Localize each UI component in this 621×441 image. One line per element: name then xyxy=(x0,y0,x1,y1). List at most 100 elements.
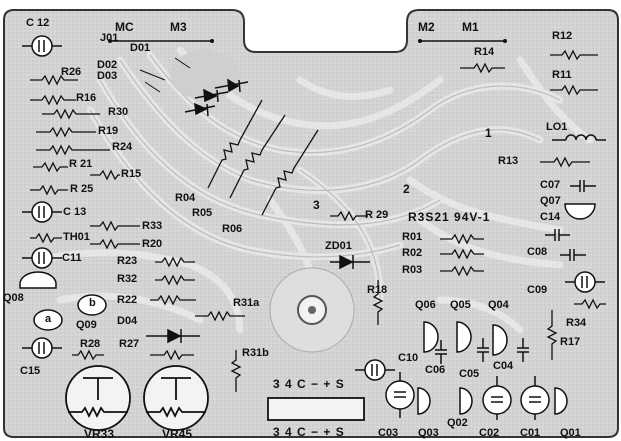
label-q02: Q02 xyxy=(447,417,468,429)
resistor-r26 xyxy=(30,74,78,86)
label-q07: Q07 xyxy=(540,195,561,207)
resistor-r31b xyxy=(230,350,242,392)
label-j01: J01 xyxy=(100,32,119,44)
label-n3: 3 xyxy=(313,198,320,212)
resistor-r03 xyxy=(440,265,484,277)
label-r29: R 29 xyxy=(365,209,389,221)
label-d01: D01 xyxy=(130,42,151,54)
label-th01: TH01 xyxy=(63,231,90,243)
label-r13: R13 xyxy=(498,155,519,167)
resistor-r17 xyxy=(546,310,558,360)
label-d02: D02 xyxy=(97,59,118,71)
label-c08: C08 xyxy=(527,246,548,258)
label-c15: C15 xyxy=(20,365,41,377)
trimmer-vr33 xyxy=(65,365,131,431)
transistor-q03 xyxy=(417,387,431,415)
connector-block xyxy=(267,397,365,421)
capacitor-c13 xyxy=(22,201,62,223)
label-r27: R27 xyxy=(119,338,140,350)
diode-group xyxy=(184,78,249,117)
resistor-r02 xyxy=(440,248,484,260)
resistor-r15 xyxy=(90,169,120,181)
pad-a xyxy=(33,309,63,331)
label-r28: R28 xyxy=(80,338,101,350)
label-m2: M2 xyxy=(418,20,435,34)
resistor-r30 xyxy=(42,108,100,120)
label-c02: C02 xyxy=(479,427,500,439)
label-r05: R05 xyxy=(192,207,213,219)
capacitor-c02 xyxy=(482,376,512,420)
label-c06: C06 xyxy=(425,364,446,376)
label-r34: R34 xyxy=(566,317,587,329)
capacitor-c07 xyxy=(570,180,596,192)
label-q09: Q09 xyxy=(76,319,97,331)
resistor-r05 xyxy=(229,114,286,199)
label-r14: R14 xyxy=(474,46,495,58)
resistor-r27 xyxy=(150,349,194,361)
resistor-r12 xyxy=(550,49,598,61)
transistor-q04 xyxy=(492,324,508,356)
capacitor-c15 xyxy=(22,337,62,359)
label-c14: C14 xyxy=(540,211,561,223)
label-q04: Q04 xyxy=(488,299,509,311)
label-q06: Q06 xyxy=(415,299,436,311)
resistor-r06 xyxy=(261,129,319,216)
label-r25: R 25 xyxy=(70,183,94,195)
resistor-r34 xyxy=(574,298,606,310)
label-c05: C05 xyxy=(459,368,480,380)
label-r31b: R31b xyxy=(242,347,269,359)
label-r16: R16 xyxy=(76,92,97,104)
resistor-r32 xyxy=(155,274,195,286)
label-r01: R01 xyxy=(402,231,423,243)
capacitor-c14 xyxy=(545,229,570,241)
center-pad xyxy=(269,267,355,353)
transistor-q02 xyxy=(459,387,473,415)
resistor-th01 xyxy=(30,232,62,244)
label-r03: R03 xyxy=(402,264,423,276)
label-connector-bottom: 3 4 C − + S xyxy=(273,425,345,439)
label-l01: LO1 xyxy=(546,121,568,133)
label-r22: R22 xyxy=(117,294,138,306)
label-r17: R17 xyxy=(560,336,581,348)
transistor-q06 xyxy=(423,321,439,353)
label-m1: M1 xyxy=(462,20,479,34)
resistor-r22 xyxy=(150,294,196,306)
resistor-r13 xyxy=(540,156,590,168)
capacitor-c09 xyxy=(565,271,605,293)
resistor-r23 xyxy=(155,256,195,268)
label-r19: R19 xyxy=(98,125,119,137)
resistor-r31a xyxy=(195,310,245,322)
resistor-r01 xyxy=(440,233,484,245)
label-c11: C11 xyxy=(62,252,82,264)
label-d03: D03 xyxy=(97,70,118,82)
capacitor-c03 xyxy=(385,372,415,418)
label-connector-top: 3 4 C − + S xyxy=(273,377,345,391)
resistor-r11 xyxy=(550,84,598,96)
diode-d04 xyxy=(146,328,200,344)
label-m3: M3 xyxy=(170,20,187,34)
label-c04: C04 xyxy=(493,360,514,372)
capacitor-c04 xyxy=(517,338,529,362)
resistor-r29 xyxy=(330,210,368,222)
label-r30: R30 xyxy=(108,106,129,118)
label-q01: Q01 xyxy=(560,427,581,439)
label-r24: R24 xyxy=(112,141,133,153)
label-r02: R02 xyxy=(402,247,423,259)
d01-body xyxy=(170,50,240,100)
label-c13: C 13 xyxy=(63,206,87,218)
label-r21: R 21 xyxy=(69,158,93,170)
label-c09: C09 xyxy=(527,284,548,296)
label-r23: R23 xyxy=(117,255,138,267)
pad-b xyxy=(77,294,107,316)
label-q08: Q08 xyxy=(3,292,24,304)
capacitor-c05 xyxy=(477,338,489,362)
label-r20: R20 xyxy=(142,238,163,250)
resistor-r24 xyxy=(36,144,110,156)
label-r31a: R31a xyxy=(233,297,260,309)
label-r15: R15 xyxy=(121,168,142,180)
label-r32: R32 xyxy=(117,273,138,285)
resistor-r25 xyxy=(30,184,68,196)
label-q05: Q05 xyxy=(450,299,471,311)
inductor-l01 xyxy=(552,134,606,141)
resistor-r16 xyxy=(30,94,76,106)
